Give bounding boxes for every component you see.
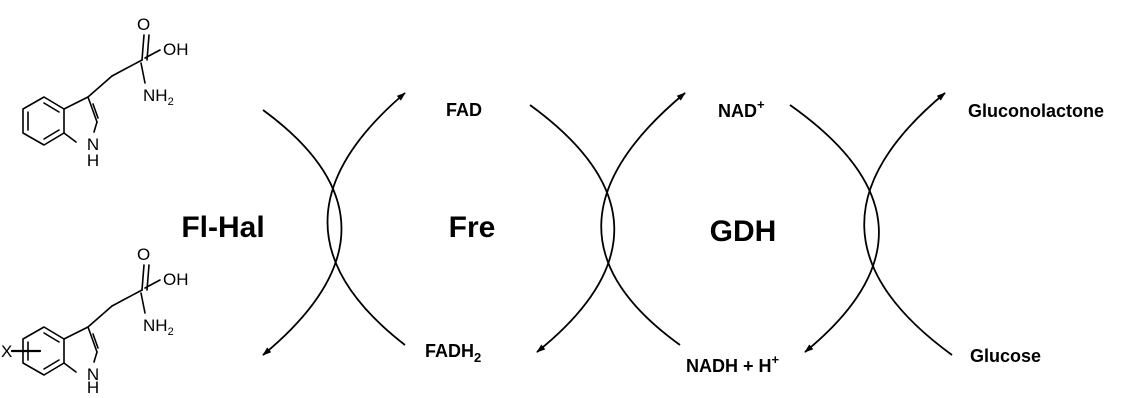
reaction-arcs <box>262 92 953 356</box>
halogen-label: X <box>1 342 12 361</box>
nicotinamide-red-arc <box>789 104 880 353</box>
nad-label: NAD+ <box>718 97 765 121</box>
nicotinamide-ox-arc <box>600 92 686 346</box>
reductase-arc <box>326 92 406 346</box>
ring-nitrogen-label: N <box>87 135 99 154</box>
gluconolactone-label: Gluconolactone <box>968 101 1104 121</box>
halotryptophan-structure: O OH NH2 N H X <box>1 245 189 397</box>
halogenase-label: Fl-Hal <box>181 211 264 244</box>
ring-hydrogen-label: H <box>87 378 99 393</box>
glucose-label: Glucose <box>970 346 1041 366</box>
nadh-label: NADH + H+ <box>686 352 780 376</box>
amine-label: NH2 <box>143 86 174 108</box>
flavin-arc <box>529 104 616 353</box>
amine-label: NH2 <box>143 316 174 338</box>
dehydrogenase-label: GDH <box>710 215 777 248</box>
ring-hydrogen-label: H <box>87 151 99 170</box>
fad-label: FAD <box>446 100 482 120</box>
hydroxyl-label: OH <box>163 40 189 59</box>
tryptophan-structure: O OH NH2 N H <box>22 15 189 170</box>
glucose-arc <box>863 92 953 356</box>
reductase-label: Fre <box>449 211 496 244</box>
ring-nitrogen-label: N <box>87 365 99 384</box>
fadh2-label: FADH2 <box>425 341 481 365</box>
halogenase-arc <box>262 109 343 356</box>
hydroxyl-label: OH <box>163 270 189 289</box>
carbonyl-oxygen-label: O <box>137 245 150 264</box>
carbonyl-oxygen-label: O <box>137 15 150 34</box>
